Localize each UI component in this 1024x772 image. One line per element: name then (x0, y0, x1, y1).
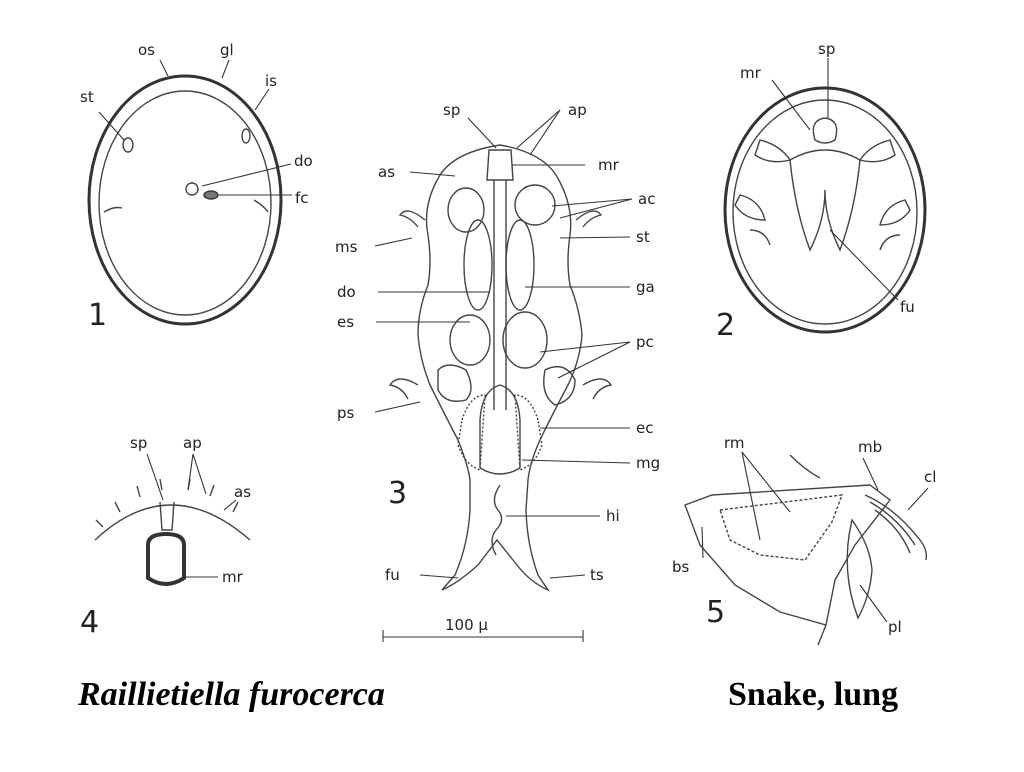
egg-inner-shell (98, 90, 272, 316)
label-fu-3: fu (385, 566, 400, 584)
label-sp-4: sp (130, 434, 147, 452)
egg-stigma-right (241, 128, 251, 144)
label-rm-5: rm (724, 434, 745, 452)
hook-base-plate (684, 484, 891, 626)
label-pl-5: pl (888, 618, 902, 636)
egg-outer-shell (87, 74, 283, 326)
label-cl-5: cl (924, 468, 936, 486)
label-ap-3: ap (568, 101, 587, 119)
larva-egg-inner (732, 99, 918, 325)
label-ts-3: ts (590, 566, 604, 584)
label-mb-5: mb (858, 438, 882, 456)
larva-egg-chamber (479, 384, 521, 475)
label-pc-3: pc (636, 333, 654, 351)
label-ms-3: ms (335, 238, 358, 256)
panel-4-anterior-detail: sp ap as mr 4 (80, 434, 251, 640)
panel-number-1: 1 (88, 298, 107, 333)
label-mr-2: mr (740, 64, 762, 82)
mouth-ring (146, 531, 186, 586)
egg-frontal-cell (203, 190, 219, 200)
label-mr-4: mr (222, 568, 244, 586)
label-ec-3: ec (636, 419, 653, 437)
label-ap-4: ap (183, 434, 202, 452)
label-sp-2: sp (818, 40, 835, 58)
panel-number-4: 4 (80, 605, 99, 640)
panel-number-3: 3 (388, 476, 407, 511)
larva-outline (417, 144, 583, 592)
label-is-1: is (265, 72, 277, 90)
label-do-3: do (337, 283, 356, 301)
label-gl-1: gl (220, 41, 234, 59)
caption-host-site: Snake, lung (728, 676, 899, 713)
label-st-1: st (80, 88, 94, 106)
caption-species-name: Raillietiella furocerca (78, 676, 385, 713)
label-fu-2: fu (900, 298, 915, 316)
label-bs-5: bs (672, 558, 690, 576)
label-mr-3: mr (598, 156, 620, 174)
panel-1-egg: os gl is st do fc 1 (80, 41, 313, 333)
panel-number-5: 5 (706, 595, 725, 630)
panel-5-hook-detail: rm mb cl bs pl 5 (672, 434, 936, 646)
label-os-1: os (138, 41, 155, 59)
scale-bar-label: 100 μ (445, 616, 488, 634)
label-mg-3: mg (636, 454, 660, 472)
larva-body (789, 149, 861, 252)
label-ga-3: ga (636, 278, 655, 296)
label-sp-3: sp (443, 101, 460, 119)
label-as-4: as (234, 483, 251, 501)
label-es-3: es (337, 313, 354, 331)
larva-egg-outer (723, 86, 927, 334)
anterior-arc (94, 504, 251, 541)
egg-dorsal-organ (185, 182, 199, 196)
panel-2-larva: sp mr fu 2 (716, 40, 927, 343)
larva-mouth-ring (812, 117, 838, 144)
label-ps-3: ps (337, 404, 355, 422)
label-st-3: st (636, 228, 650, 246)
panel-3-larva-ventral: 100 μ sp ap as mr ac ms st do ga es pc p… (335, 101, 660, 642)
label-do-1: do (294, 152, 313, 170)
label-fc-1: fc (295, 189, 309, 207)
egg-stigma-left (122, 137, 134, 153)
label-hi-3: hi (606, 507, 620, 525)
label-ac-3: ac (638, 190, 655, 208)
panel-number-2: 2 (716, 308, 735, 343)
label-as-3: as (378, 163, 395, 181)
